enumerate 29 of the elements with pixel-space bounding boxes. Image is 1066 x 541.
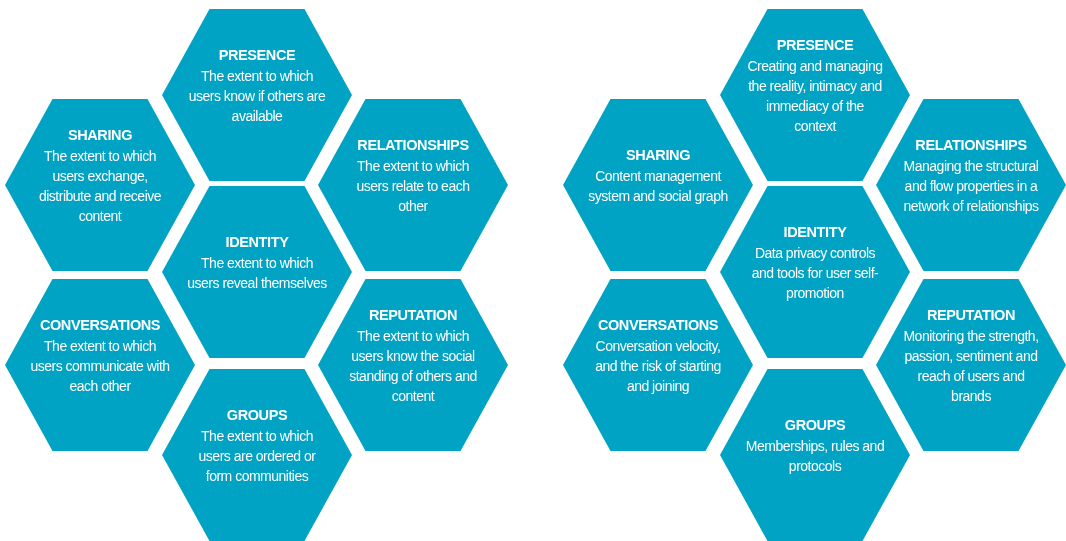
hexagon-heading: RELATIONSHIPS [357, 136, 469, 155]
hexagon-description: Data privacy controls and tools for user self-promotion [750, 244, 880, 303]
hexagon-description: Content management system and social graph [588, 167, 728, 206]
hexagon-description: Monitoring the strength, passion, sentiment and reach of users and brands [902, 327, 1040, 406]
hexagon-description: The extent to which users exchange, distribute and receive content [37, 147, 163, 226]
hexagon-heading: GROUPS [226, 406, 288, 425]
hexagon-heading: PRESENCE [776, 36, 854, 55]
hexagon-description: Conversation velocity, and the risk of starting and joining [594, 337, 722, 396]
hexagon-description: The extent to which users relate to each other [355, 157, 471, 216]
hexagon-heading: GROUPS [784, 416, 846, 435]
hexagon-heading: REPUTATION [368, 306, 458, 325]
hexagon-cell [876, 99, 1066, 271]
hexagon-heading: IDENTITY [783, 223, 847, 242]
hexagon-heading: RELATIONSHIPS [915, 136, 1027, 155]
hexagon-description: Creating and managing the reality, intimacy and immediacy of the context [746, 57, 884, 136]
hexagon-description: The extent to which users know if others are available [187, 67, 327, 126]
hexagon-description: The extent to which users know the social standing of others and content [348, 327, 478, 406]
hexagon-description: The extent to which users reveal themselves [187, 254, 327, 293]
hexagon-heading: REPUTATION [926, 306, 1016, 325]
hexagon-heading: SHARING [67, 126, 133, 145]
hexagon-heading: CONVERSATIONS [39, 316, 161, 335]
hexagon-heading: PRESENCE [218, 46, 296, 65]
hexagon-heading: SHARING [625, 146, 691, 165]
hexagon-heading: CONVERSATIONS [597, 316, 719, 335]
hexagon-description: The extent to which users communicate with each other [30, 337, 170, 396]
hexagon-description: Managing the structural and flow properties in a network of relationships [902, 157, 1040, 216]
hexagon-description: The extent to which users are ordered or form communities [197, 427, 317, 486]
hexagon-heading: IDENTITY [225, 233, 289, 252]
hexagon-description: Memberships, rules and protocols [745, 437, 885, 476]
